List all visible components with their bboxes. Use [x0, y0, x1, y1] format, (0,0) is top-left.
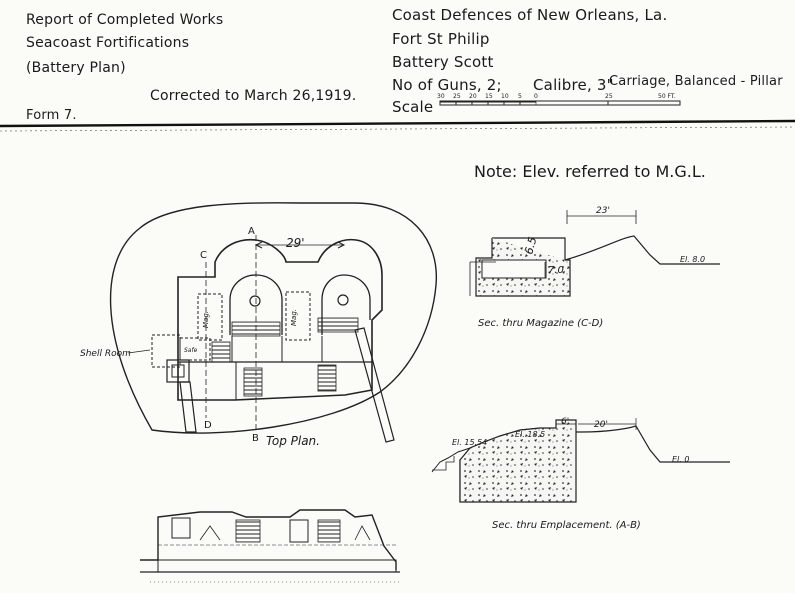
- dimension-29: 29': [286, 236, 305, 250]
- scale-tick: 15: [485, 93, 493, 100]
- scale-tick: 5: [518, 93, 522, 100]
- fort-name: Fort St Philip: [392, 30, 490, 48]
- header-rule: [0, 119, 795, 128]
- battery-name: Battery Scott: [392, 53, 494, 71]
- earth-outline: [109, 202, 438, 434]
- coast-defences: Coast Defences of New Orleans, La.: [392, 6, 668, 24]
- scale-tick: 50 FT.: [658, 93, 676, 100]
- magazine-chamber: [481, 259, 547, 279]
- report-title: Report of Completed Works: [26, 12, 224, 28]
- scale-bar: 30 25 20 15 10 5 0 25 50 FT.: [437, 93, 681, 106]
- section-c-label: C: [200, 250, 207, 261]
- stairs: [243, 367, 263, 397]
- shell-room-label: Shell Room: [80, 349, 131, 359]
- section-a-label: A: [248, 226, 255, 237]
- emplacement-concrete: [459, 419, 577, 503]
- header-rule-dotted: [0, 126, 795, 132]
- dim-6: 6': [561, 417, 569, 427]
- guns-count: No of Guns, 2;: [392, 76, 502, 94]
- dim-20: 20': [594, 420, 608, 430]
- section-d-label: D: [204, 420, 212, 431]
- scale-tick: 25: [453, 93, 461, 100]
- gun-well-right: [321, 274, 371, 335]
- top-plan: Mag. Mag. Safe 29' A B C D Shell Room: [80, 202, 438, 448]
- carriage: Carriage, Balanced - Pillar: [609, 74, 783, 89]
- section-emplacement: 6' 20' El. 18.5 El. 15.54 El. 0 Sec. thr…: [431, 417, 730, 531]
- safe-label: Safe: [184, 347, 198, 354]
- gun-pillar-right: [337, 294, 349, 306]
- gun-pillar-left: [249, 295, 261, 307]
- stairs: [211, 341, 231, 363]
- form-number: Form 7.: [26, 108, 77, 123]
- stairs: [317, 364, 337, 392]
- magazine-right-label: Mag.: [290, 309, 298, 326]
- elevation-note: Note: Elev. referred to M.G.L.: [474, 162, 706, 181]
- elev-8: El. 8.0: [680, 255, 705, 264]
- report-plan-type: (Battery Plan): [26, 60, 126, 76]
- scale-tick: 25: [605, 93, 613, 100]
- scale-tick: 10: [501, 93, 509, 100]
- scale-tick: 0: [534, 93, 538, 100]
- corrected-date: Corrected to March 26,1919.: [150, 88, 357, 104]
- scale-tick: 20: [469, 93, 477, 100]
- report-subtitle: Seacoast Fortifications: [26, 35, 190, 51]
- top-plan-title: Top Plan.: [266, 434, 320, 448]
- scale-label: Scale: [392, 98, 434, 116]
- stairs: [317, 317, 359, 333]
- section-magazine: 23' 6.5 7.0 El. 8.0 Sec. thru Magazine (…: [469, 206, 720, 329]
- section-magazine-title: Sec. thru Magazine (C-D): [478, 318, 603, 329]
- dim-7-0: 7.0: [548, 265, 564, 276]
- elev-0: El. 0: [672, 455, 689, 464]
- elev-18-5: El. 18.5: [515, 430, 545, 439]
- battery-structure: [177, 238, 383, 401]
- elev-15-54: El. 15.54: [452, 438, 487, 447]
- shell-room: [151, 334, 181, 368]
- elevation-view: [140, 509, 400, 583]
- dim-6-5: 6.5: [522, 236, 539, 256]
- section-b-label: B: [252, 433, 259, 444]
- section-emplacement-title: Sec. thru Emplacement. (A-B): [492, 520, 641, 531]
- magazine-right: [285, 291, 311, 341]
- safe-room: [179, 337, 211, 361]
- calibre: Calibre, 3": [533, 76, 614, 94]
- scale-tick: 30: [437, 93, 445, 100]
- dim-23: 23': [596, 206, 610, 216]
